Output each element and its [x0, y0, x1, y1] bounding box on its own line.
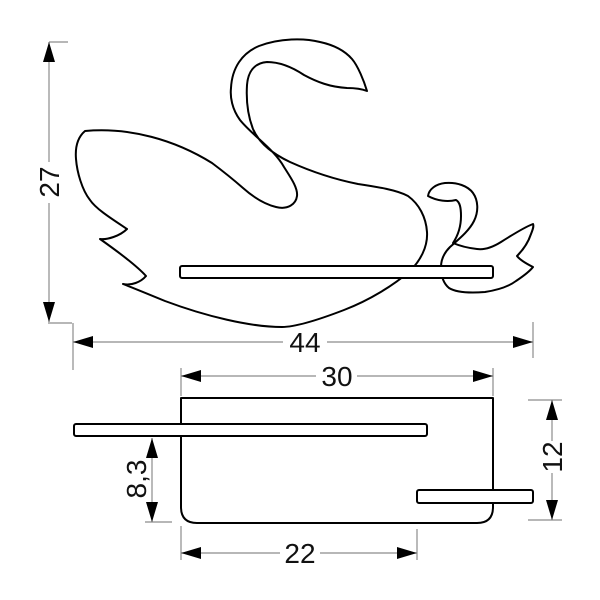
dimension-side-bottom-width: 22: [180, 526, 418, 569]
dimension-label: 8,3: [121, 460, 152, 499]
arrowhead-left: [73, 336, 93, 348]
dimension-side-height: 12: [528, 399, 568, 521]
dimension-front-width: 44: [72, 322, 534, 370]
side-view: [73, 397, 534, 524]
dimension-label: 22: [284, 538, 315, 569]
dimension-label: 30: [321, 361, 352, 392]
dimension-side-top-width: 30: [180, 361, 494, 396]
shelf-front-bar: [179, 265, 494, 279]
dimension-label: 12: [537, 441, 568, 472]
arrowhead-down: [146, 502, 158, 522]
arrowhead-down: [546, 500, 558, 520]
arrowhead-down: [43, 302, 55, 322]
dimension-shelf-drop: 8,3: [121, 438, 172, 523]
arrowhead-left: [181, 370, 201, 382]
arrowhead-right: [513, 336, 533, 348]
side-shelf-plate: [73, 423, 428, 437]
side-mount-bar: [416, 489, 534, 504]
side-panel-outline: [180, 397, 494, 524]
arrowhead-left: [181, 547, 201, 559]
dimension-label: 27: [34, 166, 65, 197]
arrowhead-right: [397, 547, 417, 559]
dimension-label: 44: [289, 327, 320, 358]
arrowhead-up: [146, 438, 158, 458]
dimension-front-height: 27: [34, 41, 72, 324]
mother-swan-outline: [74, 38, 429, 328]
arrowhead-up: [546, 400, 558, 420]
arrowhead-right: [473, 370, 493, 382]
front-view: [74, 38, 535, 328]
arrowhead-up: [43, 42, 55, 62]
